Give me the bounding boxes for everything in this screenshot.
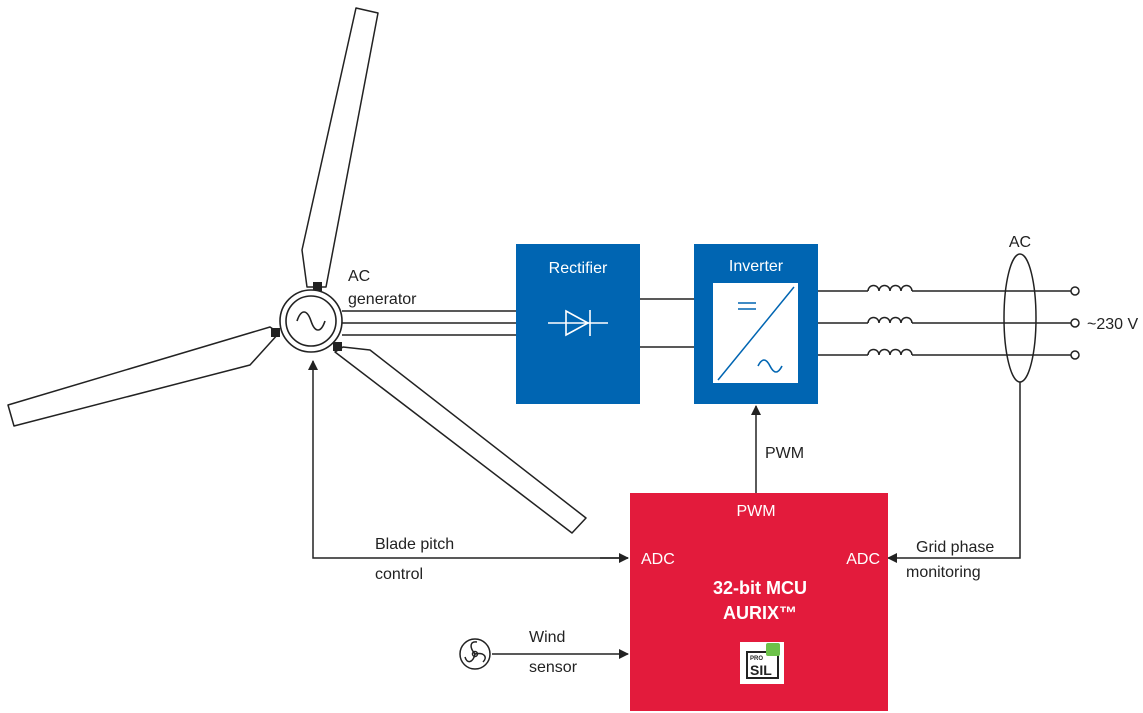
dc-link-lines: [640, 298, 694, 348]
fan-icon: [459, 638, 491, 670]
blade-root-top: [313, 282, 322, 291]
grid-voltage-label: ~230 V: [1087, 316, 1138, 333]
mcu-title-line1: 32-bit MCU: [713, 578, 807, 598]
blade-top: [301, 7, 379, 288]
blade-right: [334, 346, 587, 534]
ac-source-icon: [296, 311, 326, 331]
mcu-adc-right-port: ADC: [846, 551, 880, 568]
mcu-adc-left-port: ADC: [641, 551, 675, 568]
blade-root-right: [333, 342, 342, 351]
grid-phase-label-1: Grid phase: [916, 539, 994, 556]
mcu-title-line2: AURIX™: [723, 603, 797, 623]
inductor-icon: [867, 348, 913, 356]
blade-left: [7, 326, 280, 427]
diode-icon: [548, 309, 608, 337]
ac-output-label: AC: [1009, 234, 1031, 251]
mcu-pwm-port: PWM: [736, 503, 775, 520]
generator-output-lines: [342, 310, 516, 336]
inverter-label: Inverter: [729, 258, 784, 275]
ac-generator-label-2: generator: [348, 291, 417, 308]
prosil-badge-icon: PRO SIL: [740, 642, 784, 684]
grid-phase-label-2: monitoring: [906, 564, 981, 581]
rectifier-label: Rectifier: [549, 260, 608, 277]
current-sensor-ellipse: [1003, 253, 1037, 383]
dc-ac-converter-icon: [713, 283, 798, 383]
rectifier-block: [516, 244, 640, 404]
prosil-badge-large: SIL: [750, 662, 772, 678]
ac-generator: [279, 289, 343, 353]
turbine-blades: [7, 7, 587, 534]
inductor-icon: [867, 316, 913, 324]
blade-pitch-label-2: control: [375, 566, 423, 583]
blade-pitch-label-1: Blade pitch: [375, 536, 454, 553]
wind-sensor-label-1: Wind: [529, 629, 565, 646]
blade-root-left: [271, 328, 280, 337]
inductor-icon: [867, 284, 913, 292]
blade-pitch-arrow: [308, 360, 628, 559]
pwm-link-label: PWM: [765, 445, 804, 462]
ac-output-lines: [818, 253, 1080, 383]
wind-sensor-label-2: sensor: [529, 659, 578, 676]
ac-generator-label-1: AC: [348, 268, 370, 285]
prosil-badge-small: PRO: [750, 656, 763, 662]
grid-phase-arrow: [887, 382, 1021, 563]
